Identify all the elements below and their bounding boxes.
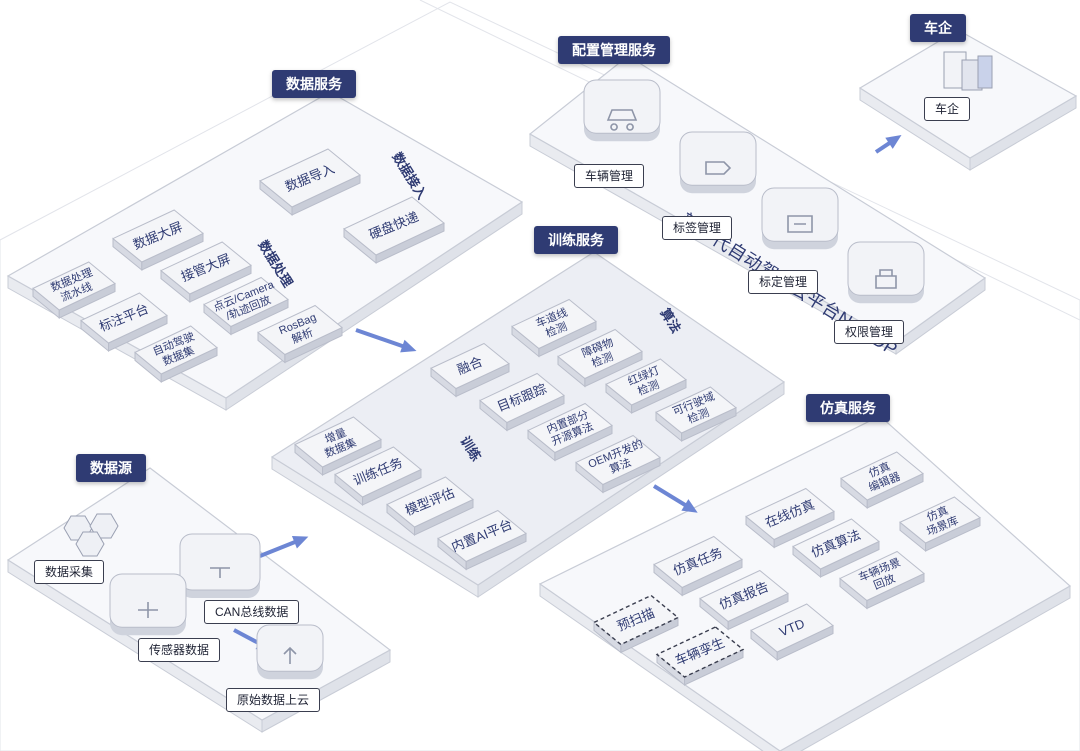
upload-icon — [256, 624, 324, 680]
block-data-dashboard: 数据大屏 — [112, 209, 204, 272]
block-lane-detection: 车道线检测 — [511, 298, 597, 358]
block-sim-task: 仿真任务 — [653, 535, 743, 597]
arrow-source-to-training — [259, 535, 309, 558]
block-open-source-algo: 内置部分开源算法 — [527, 402, 613, 462]
tag-icon — [679, 131, 757, 194]
car-maker-platform — [858, 29, 1078, 171]
block-rosbag-parse: RosBag解析 — [257, 304, 343, 364]
car-icon — [583, 79, 661, 142]
block-vehicle-scene-replay: 车辆场景回放 — [839, 550, 925, 610]
block-obstacle-detection: 障碍物检测 — [557, 328, 643, 388]
data-source-can-bus: CAN总线数据 — [204, 600, 300, 624]
arrow-data-to-training — [355, 328, 417, 353]
car-maker-title: 车企 — [910, 14, 966, 42]
block-online-sim: 在线仿真 — [745, 487, 835, 549]
hexagon-cluster-icon — [63, 513, 119, 557]
block-disk-delivery: 硬盘快递 — [343, 196, 445, 265]
block-sim-scene-lib: 仿真场景库 — [899, 496, 981, 553]
sensor-icon — [109, 573, 187, 636]
block-vehicle-twin: 车辆孪生 — [655, 626, 745, 687]
block-incremental-dataset: 增量数据集 — [294, 416, 382, 477]
data-source-platform — [6, 467, 392, 733]
training-service-title: 训练服务 — [534, 226, 618, 254]
calibration-icon — [761, 187, 839, 250]
arrow-training-to-simulation — [652, 484, 698, 513]
block-pre-scan: 预扫描 — [592, 594, 680, 654]
config-item-calibration: 标定管理 — [748, 270, 819, 294]
block-fusion: 融合 — [430, 342, 510, 398]
block-sim-editor: 仿真编辑器 — [840, 451, 924, 510]
config-service-title: 配置管理服务 — [558, 36, 670, 64]
data-source-upload: 原始数据上云 — [226, 688, 321, 712]
config-item-vehicle: 车辆管理 — [574, 164, 645, 188]
block-oem-algo: OEM开发的算法 — [575, 434, 661, 494]
data-source-title: 数据源 — [76, 454, 146, 482]
block-drivable-area: 可行驶域检测 — [655, 386, 737, 443]
block-vtd: VTD — [750, 603, 834, 662]
config-item-labels: 标签管理 — [662, 216, 733, 240]
building-icon — [943, 51, 993, 91]
block-sim-algo: 仿真算法 — [792, 518, 880, 579]
config-item-permission: 权限管理 — [834, 320, 905, 344]
data-source-sensor: 传感器数据 — [138, 638, 221, 662]
data-source-collection: 数据采集 — [34, 560, 105, 584]
can-bus-icon — [179, 533, 261, 598]
block-takeover-dashboard: 接管大屏 — [160, 241, 252, 304]
block-annotation-platform: 标注平台 — [80, 292, 168, 353]
arrow-config-to-car-maker — [874, 135, 902, 154]
lock-icon — [847, 241, 925, 304]
block-data-import: 数据导入 — [259, 148, 361, 217]
car-maker-label: 车企 — [924, 97, 971, 121]
block-object-tracking: 目标跟踪 — [479, 372, 565, 432]
simulation-service-title: 仿真服务 — [806, 394, 890, 422]
data-service-title: 数据服务 — [272, 70, 356, 98]
block-traffic-light: 红绿灯检测 — [605, 358, 687, 415]
